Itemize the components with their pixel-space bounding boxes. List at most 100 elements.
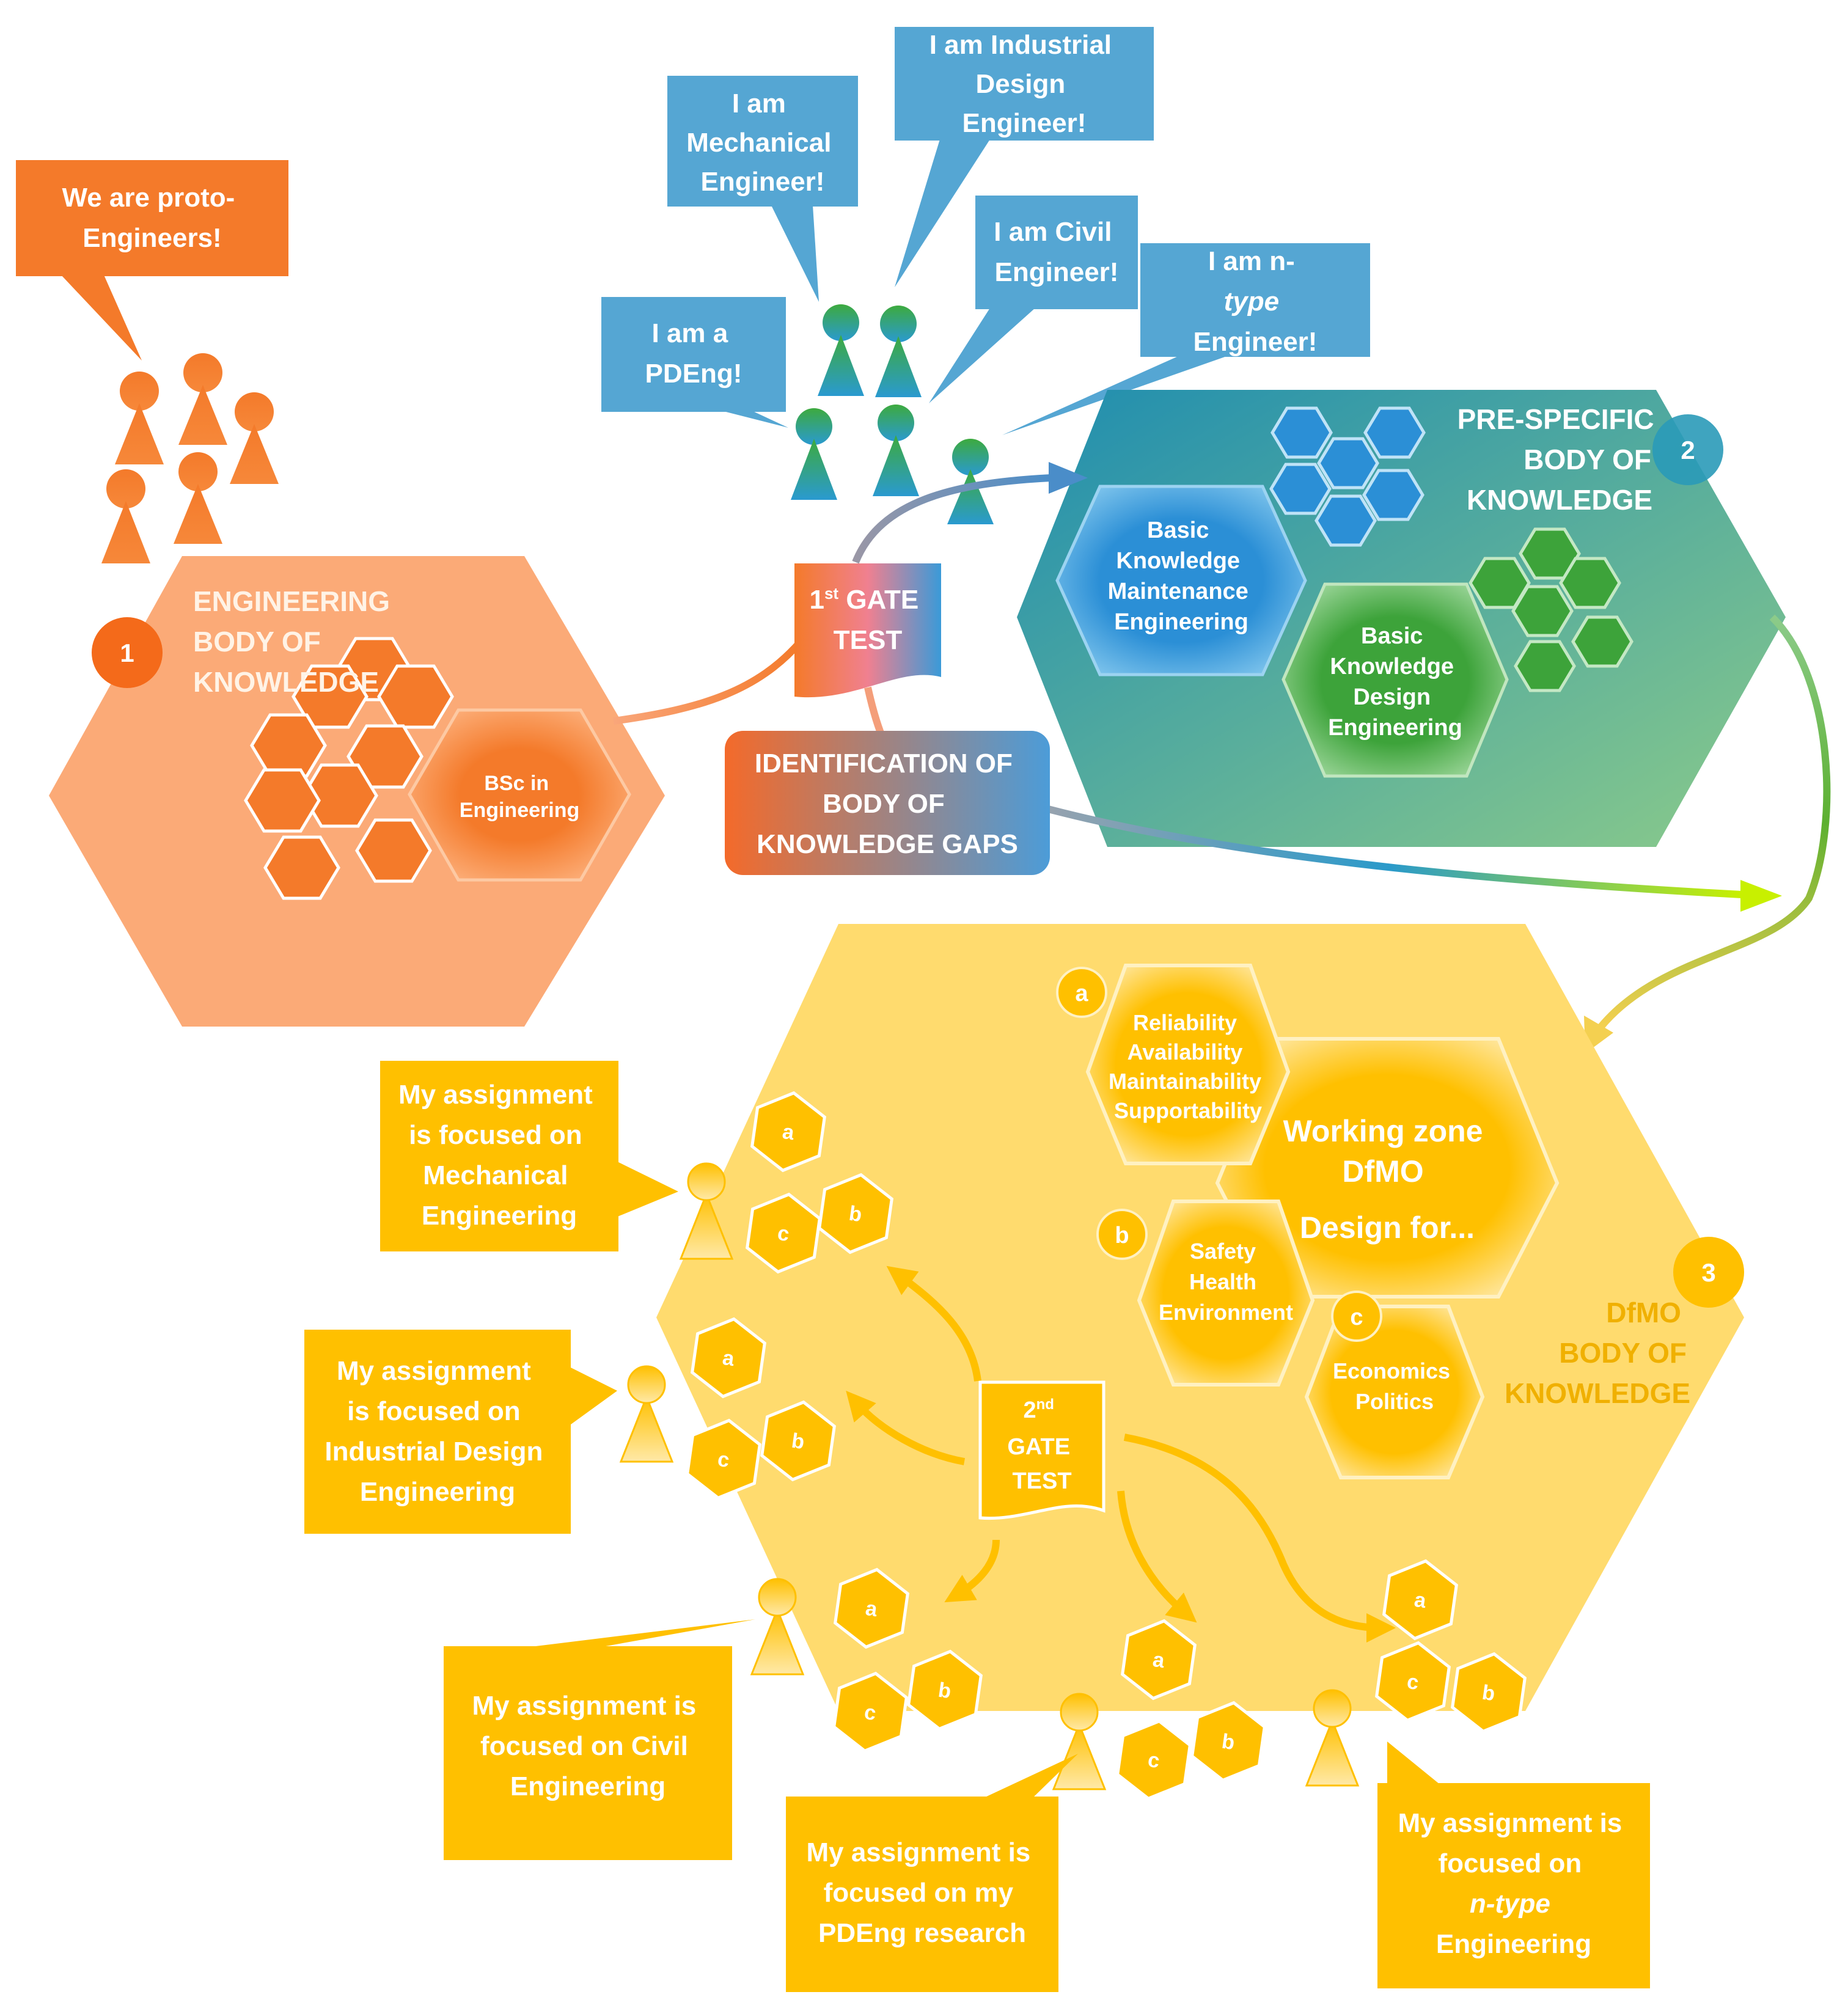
person-icon <box>947 439 994 524</box>
cluster-hex-b: b <box>818 1173 893 1255</box>
proto-bubble: We are proto- Engineers! <box>16 160 288 361</box>
economics-badge-label: c <box>1350 1305 1363 1330</box>
arrow-zone2-to-zone3 <box>1598 614 1831 1029</box>
specialised-engineers <box>791 304 994 524</box>
zone3-number: 3 <box>1701 1258 1715 1287</box>
cluster-hex-b: b <box>760 1400 836 1482</box>
zone2-title: PRE-SPECIFIC BODY OF KNOWLEDGE <box>1458 403 1662 516</box>
cluster-hex-c: c <box>746 1192 821 1274</box>
gate2-arrows <box>846 1266 1396 1643</box>
she-hexagon <box>1137 1200 1315 1386</box>
economics-hexagon <box>1304 1305 1485 1479</box>
zone2-green-small-hexagons <box>1469 527 1634 692</box>
arrow-to-ntype <box>1123 1434 1396 1643</box>
svg-text:1st GATE TEST: 1st GATE TEST <box>809 584 926 655</box>
svg-text:I am Mechanical En: I am Mechanical Engineer! <box>686 89 838 197</box>
person-icon <box>750 1578 805 1676</box>
cluster-hex-c: c <box>832 1671 908 1753</box>
svg-text:IDENTIFICATION OF BODY O: IDENTIFICATION OF BODY OF KNOWLEDGE GAPS <box>755 749 1020 859</box>
person-icon <box>818 304 864 396</box>
assignment-bubble-industrial: My assignment is focused on Industrial D… <box>304 1330 617 1534</box>
arrow-head-gap <box>1740 880 1782 912</box>
bsc-core-label: BSc in Engineering <box>460 772 579 822</box>
maintenance-hexagon <box>1055 485 1307 676</box>
working-zone-label: Working zone DfMO Design for... <box>1283 1114 1492 1245</box>
design-hexagon <box>1282 582 1509 778</box>
zone1-small-hex <box>292 664 369 729</box>
zone2-number: 2 <box>1681 436 1695 464</box>
arrow-to-industrial <box>846 1390 966 1465</box>
person-icon <box>230 392 279 484</box>
zone2-small-hex <box>1559 557 1621 609</box>
zone1-small-hex <box>346 724 424 789</box>
gap-box: IDENTIFICATION OF BODY OF KNOWLEDGE GAPS <box>725 731 1050 875</box>
proto-engineers <box>101 353 279 563</box>
svg-text:We are proto- Engineers!: We are proto- Engineers! <box>62 183 242 253</box>
person-icon <box>679 1162 734 1260</box>
cluster-hex-c: c <box>686 1418 761 1500</box>
zone1-small-hex <box>250 713 327 778</box>
cluster-hex-b: b <box>907 1649 983 1731</box>
pdeng-bubble: I am a PDEng! <box>601 297 788 428</box>
zone2-small-hex <box>1362 469 1425 521</box>
mechanical-bubble: I am Mechanical Engineer! <box>667 76 858 302</box>
zone2-small-hex <box>1269 463 1332 515</box>
svg-text:My assignment is focused: My assignment is focused on Mechanical E… <box>398 1080 600 1231</box>
arrow-gap-to-zone3 <box>1038 803 1742 898</box>
zone2-small-hex <box>1571 615 1634 668</box>
svg-text:My assignment is focused: My assignment is focused on n-type Engin… <box>1398 1808 1629 1959</box>
zone1-small-hex <box>355 818 432 883</box>
assignment-bubble-pdeng: My assignment is focused on my PDEng res… <box>786 1754 1078 1992</box>
svg-text:My assignment is focused: My assignment is focused on Industrial D… <box>324 1356 550 1507</box>
zone2-small-hex <box>1363 406 1426 459</box>
cluster-hex-c: c <box>1116 1719 1192 1801</box>
arrow-zone1-to-gate <box>613 639 804 725</box>
arrow-to-mechanical <box>886 1266 981 1382</box>
person-icon <box>1052 1693 1107 1790</box>
zone1-title: ENGINEERING BODY OF KNOWLEDGE <box>193 585 398 698</box>
industrial-bubble: I am Industrial Design Engineer! <box>895 27 1154 287</box>
person-icon <box>115 372 164 464</box>
zone2-number-badge <box>1652 414 1723 485</box>
zone1-small-hex <box>244 768 321 833</box>
person-icon <box>791 408 837 500</box>
cluster-hex-c: c <box>1375 1641 1451 1723</box>
maintenance-label: Basic Knowledge Maintenance Engineering <box>1108 518 1255 635</box>
economics-badge <box>1331 1291 1382 1342</box>
rams-badge-label: a <box>1075 981 1088 1006</box>
arrow-to-pdeng <box>1117 1490 1197 1623</box>
svg-text:I am Industrial Design: I am Industrial Design Engineer! <box>930 30 1120 138</box>
rams-badge <box>1056 967 1107 1018</box>
svg-text:My assignment is focused: My assignment is focused on Civil Engine… <box>472 1691 703 1801</box>
assignment-bubble-mechanical: My assignment is focused on Mechanical E… <box>380 1061 678 1251</box>
svg-text:I am n- type Engin: I am n- type Engineer! <box>1194 246 1318 357</box>
economics-label: Economics Politics <box>1333 1358 1456 1414</box>
person-icon <box>1305 1689 1360 1787</box>
zone2-small-hex <box>1317 437 1379 489</box>
she-badge-label: b <box>1115 1223 1129 1248</box>
cluster-hex-a: a <box>1382 1559 1458 1641</box>
bsc-core-hexagon <box>408 708 631 882</box>
cluster-hex-b: b <box>1451 1652 1527 1734</box>
zone1-small-hexagons <box>244 637 454 900</box>
assignment-bubble-ntype: My assignment is focused on n-type Engin… <box>1377 1742 1650 1988</box>
zone2-small-hex <box>1511 585 1574 637</box>
person-icon <box>101 469 150 563</box>
zone3-title: DfMO BODY OF KNOWLEDGE <box>1505 1297 1695 1409</box>
she-label: Safety Health Environment <box>1159 1239 1293 1325</box>
zone2-small-hex <box>1514 640 1576 692</box>
zone1-number: 1 <box>120 639 134 667</box>
cluster-hex-a: a <box>691 1317 766 1399</box>
zone3-number-badge <box>1673 1237 1744 1308</box>
rams-label: Reliability Availability Maintainability… <box>1109 1010 1267 1123</box>
arrow-gate-to-zone2 <box>852 474 1052 564</box>
svg-text:2nd GATE TEST: 2nd GATE TEST <box>1007 1389 1076 1494</box>
working-zone-hexagon <box>1215 1037 1560 1299</box>
person-icon <box>873 405 919 496</box>
design-label: Basic Knowledge Design Engineering <box>1328 623 1462 741</box>
zone2-small-hex <box>1314 494 1377 547</box>
arrow-to-civil <box>944 1539 1000 1603</box>
gate2-box: 2nd GATE TEST <box>978 1380 1106 1520</box>
